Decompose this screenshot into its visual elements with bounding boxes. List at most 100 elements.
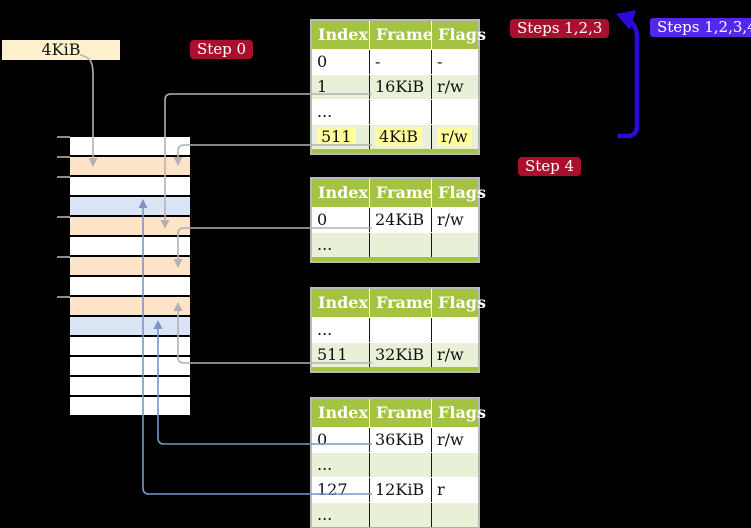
table-cell: ... (312, 503, 370, 527)
memory-frame-row (70, 337, 190, 355)
table-cell: ... (312, 100, 370, 124)
cell-value: r (437, 480, 445, 499)
memory-frame-row (70, 237, 190, 255)
column-header: Flags (438, 293, 486, 312)
table-bottom-bar (312, 367, 478, 371)
table-cell (370, 318, 432, 342)
cell-value: 16KiB (375, 77, 425, 96)
table-cell: - (370, 50, 432, 74)
physical-memory-strip (70, 137, 190, 415)
table-cell: 0 (312, 50, 370, 74)
cell-value: 32KiB (375, 345, 425, 364)
memory-tick (57, 256, 70, 258)
table-cell: 511 (312, 343, 370, 367)
memory-frame-row (70, 357, 190, 375)
table-cell (370, 100, 432, 124)
table-bottom-bar (312, 149, 478, 153)
steps-123-badge: Steps 1,2,3 (510, 19, 610, 38)
table-row: ... (312, 232, 478, 257)
memory-frame-row (70, 137, 190, 155)
table-cell: 127 (312, 478, 370, 502)
table-row: ... (312, 99, 478, 124)
table-cell: 511 (312, 125, 370, 149)
table-row: 0 - - (312, 49, 478, 74)
memory-frame-row (70, 177, 190, 195)
cell-value: 1 (317, 77, 328, 96)
column-header: Flags (438, 183, 486, 202)
table-cell: r/w (432, 75, 478, 99)
table-cell: 24KiB (370, 208, 432, 232)
memory-frame-row (70, 157, 190, 175)
table-cell (432, 453, 478, 477)
cell-value: r/w (437, 127, 472, 146)
cell-value: 4KiB (375, 127, 423, 146)
cell-value: 511 (317, 345, 348, 364)
memory-tick (57, 216, 70, 218)
column-header: Index (312, 289, 370, 317)
cell-value: 0 (317, 52, 328, 71)
memory-frame-row (70, 197, 190, 215)
cell-value: 24KiB (375, 210, 425, 229)
memory-frame-row (70, 297, 190, 315)
table-cell: ... (312, 453, 370, 477)
connector-steps-loop (618, 17, 640, 139)
cell-value: - (375, 52, 381, 71)
table-cell: ... (312, 318, 370, 342)
table-cell (432, 100, 478, 124)
table-cell: 16KiB (370, 75, 432, 99)
table-row: ... (312, 452, 478, 477)
cell-value: ... (317, 455, 333, 474)
memory-frame-row (70, 217, 190, 235)
table-row: 0 24KiB r/w (312, 207, 478, 232)
table-cell (432, 503, 478, 527)
table-row: 1 16KiB r/w (312, 74, 478, 99)
table-cell (370, 453, 432, 477)
table-cell: r/w (432, 125, 478, 149)
memory-tick (57, 156, 70, 158)
cell-value: r/w (437, 77, 464, 96)
table-cell: 12KiB (370, 478, 432, 502)
table-row: ... (312, 317, 478, 342)
table-row: 511 4KiB r/w (312, 124, 478, 149)
cell-value: ... (317, 320, 333, 339)
table-cell (432, 233, 478, 257)
memory-frame-row (70, 397, 190, 415)
memory-frame-row (70, 377, 190, 395)
step-0-badge: Step 0 (190, 40, 254, 59)
cell-value: 36KiB (375, 430, 425, 449)
cell-value: r/w (437, 345, 464, 364)
column-header: Frame (370, 289, 433, 317)
table-cell: r/w (432, 208, 478, 232)
memory-frame-row (70, 317, 190, 335)
table-cell (370, 503, 432, 527)
table-cell: r (432, 478, 478, 502)
table-cell (370, 233, 432, 257)
step-4-badge: Step 4 (518, 157, 582, 176)
column-header: Index (312, 399, 370, 427)
column-header: Frame (370, 21, 433, 49)
cell-value: ... (317, 505, 333, 524)
cell-value: - (437, 52, 443, 71)
table-cell: 32KiB (370, 343, 432, 367)
steps-1234-badge: Steps 1,2,3,4 (650, 18, 751, 37)
column-header: Index (312, 21, 370, 49)
table-row: ... (312, 502, 478, 527)
cell-value: 0 (317, 210, 328, 229)
column-header: Flags (438, 403, 486, 422)
cell-value: r/w (437, 210, 464, 229)
table-bottom-bar (312, 257, 478, 261)
table-row: 511 32KiB r/w (312, 342, 478, 367)
arrowhead-up-left-icon (616, 10, 636, 30)
table-cell: 1 (312, 75, 370, 99)
page-size-label: 4KiB (2, 40, 120, 60)
